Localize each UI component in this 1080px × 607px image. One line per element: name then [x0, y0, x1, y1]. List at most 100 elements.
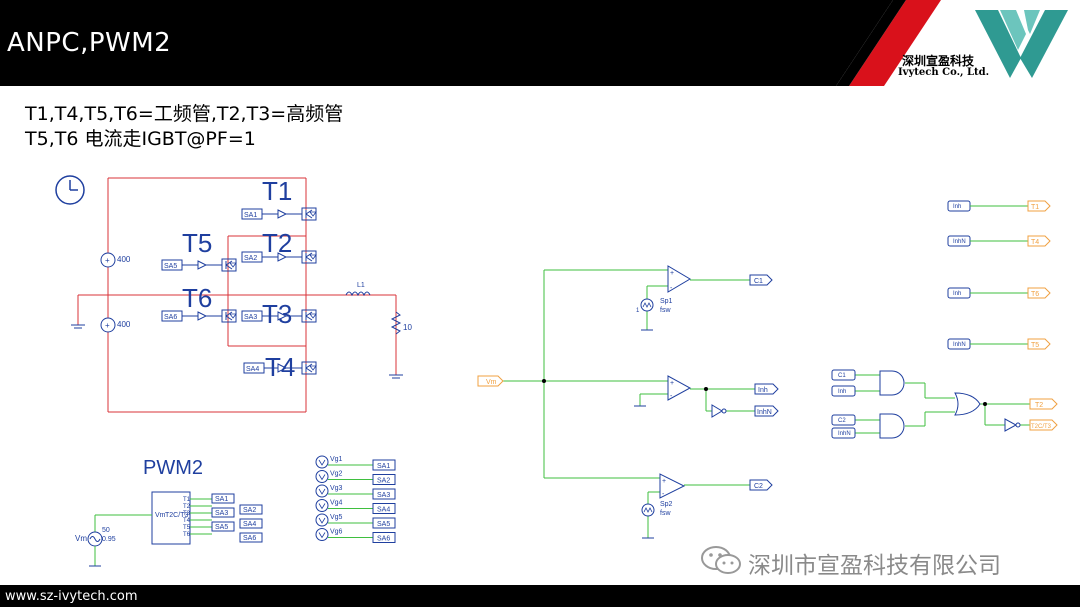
switch-t5: SA5 T5 — [161, 228, 237, 272]
svg-text:-: - — [670, 393, 673, 400]
gate-input-tag — [831, 385, 856, 397]
svg-text:+: + — [670, 270, 674, 277]
switch-t4: SA4 T4 — [243, 352, 317, 382]
pwm-output-tag-label: SA3 — [215, 510, 228, 517]
logic-input-label: Inh — [953, 291, 961, 297]
gate-tag-sa2: SA2 — [244, 255, 257, 262]
header-red-stripe — [849, 0, 941, 86]
vg-tag — [372, 459, 396, 471]
pwm-output-label: T6 — [183, 532, 191, 538]
logic-input-label: InhN — [953, 239, 966, 245]
gate-input-label: C1 — [838, 373, 846, 379]
vg-tag — [372, 474, 396, 485]
company-name-cn: 深圳宣盈科技 — [902, 54, 975, 68]
gate-tag-sa4: SA4 — [246, 366, 259, 373]
inductor-label: L1 — [357, 282, 365, 289]
vg-source — [315, 484, 329, 498]
vg-source — [315, 513, 329, 527]
vg-source-label: Vg5 — [330, 514, 343, 521]
dc-source-lower-value: 400 — [117, 320, 131, 329]
svg-text:-: - — [662, 491, 665, 498]
tag-inh-label: Inh — [758, 387, 768, 394]
junction-dot — [542, 379, 546, 383]
vg-tag-label: SA6 — [377, 536, 390, 543]
tag-c2: C2 — [749, 479, 773, 491]
vg-tag-label: SA3 — [377, 492, 390, 499]
pwm-input-vm: Vm — [155, 512, 166, 519]
switch-t1: SA1 T1 — [241, 176, 317, 221]
logic-output-tag — [1027, 200, 1051, 212]
tag-inh: Inh — [754, 383, 779, 395]
vg-source-label: Vg4 — [330, 500, 343, 507]
pwm-output-tag-label: SA2 — [243, 507, 256, 514]
or-output-tag — [1029, 398, 1058, 410]
header-decoration — [836, 0, 1080, 86]
subtitle-line-2: T5,T6 电流走IGBT@PF=1 — [25, 128, 256, 150]
company-name-en: Ivytech Co., Ltd. — [898, 67, 990, 78]
vg-tag — [372, 517, 396, 529]
switch-t6: SA6 T6 — [161, 283, 237, 323]
dc-source-upper: + 400 — [100, 252, 131, 268]
vg-tag-label: SA1 — [377, 463, 390, 470]
watermark-text: 深圳市宣盈科技有限公司 — [748, 553, 1001, 579]
not-gate-t2c — [1004, 418, 1021, 432]
pwm-output-tag — [211, 521, 235, 532]
switch-label-t3: T3 — [262, 299, 292, 329]
header-black-stripe — [836, 0, 906, 86]
carrier-source-sp2: Sp2 fsw — [641, 501, 673, 539]
vm-port-label: Vm — [486, 379, 497, 386]
vg-source-label: Vg2 — [330, 471, 343, 478]
logic-output-label: T6 — [1031, 291, 1039, 298]
svg-text:+: + — [105, 256, 110, 265]
logic-output-tag — [1027, 235, 1051, 247]
switch-t3: SA3 T3 — [241, 299, 317, 329]
pwm-output-tag-label: SA5 — [215, 524, 228, 531]
logic-output-tag — [1027, 287, 1051, 299]
tag-c1-label: C1 — [754, 278, 763, 285]
gate-input-tag — [831, 369, 856, 381]
svg-text:-: - — [670, 285, 673, 292]
power-wires — [77, 177, 397, 413]
pwm-output-label: T2 — [183, 504, 191, 510]
inductor: L1 — [345, 282, 371, 297]
and-gate-1 — [879, 370, 905, 396]
pwm-output-label: T5 — [183, 525, 191, 531]
pwm-output-tag — [239, 518, 263, 529]
tag-c2-label: C2 — [754, 483, 763, 490]
gate-input-tag — [831, 414, 856, 426]
vg-tag — [372, 488, 396, 500]
logic-output-label: T4 — [1031, 239, 1039, 246]
gate-input-tag — [831, 427, 856, 439]
slide-title: ANPC,PWM2 — [7, 28, 172, 58]
load-resistor: 10 — [390, 311, 412, 335]
vg-tag-label: SA2 — [377, 478, 390, 485]
pwm-output-tag-label: SA1 — [215, 496, 228, 503]
tag-c1: C1 — [749, 274, 773, 286]
vg-source-label: Vg1 — [330, 456, 343, 463]
sp2-label: Sp2 — [660, 501, 673, 508]
vm-source-v2: 0.95 — [102, 536, 116, 543]
logic-input-label: Inh — [953, 204, 961, 210]
vg-source-label: Vg3 — [330, 485, 343, 492]
gate-input-label: C2 — [838, 418, 846, 424]
sp2-fsw: fsw — [660, 510, 671, 517]
vg-source — [315, 528, 329, 541]
gate-tag-sa3: SA3 — [244, 314, 257, 321]
sp1-label: Sp1 — [660, 298, 673, 305]
pwm-output-tag — [211, 507, 235, 518]
switch-label-t5: T5 — [182, 228, 212, 258]
logic-output-label: T1 — [1031, 204, 1039, 211]
switch-label-t6: T6 — [182, 283, 212, 313]
subtitle-line-1: T1,T4,T5,T6=工频管,T2,T3=高频管 — [25, 103, 344, 125]
junction-dot — [983, 402, 987, 406]
gate-tag-sa6: SA6 — [164, 314, 177, 321]
tag-inhn: InhN — [754, 405, 779, 417]
company-logo — [975, 10, 1068, 78]
vg-source — [315, 499, 329, 512]
carrier-source-sp1: Sp1 fsw 1 — [636, 298, 673, 331]
